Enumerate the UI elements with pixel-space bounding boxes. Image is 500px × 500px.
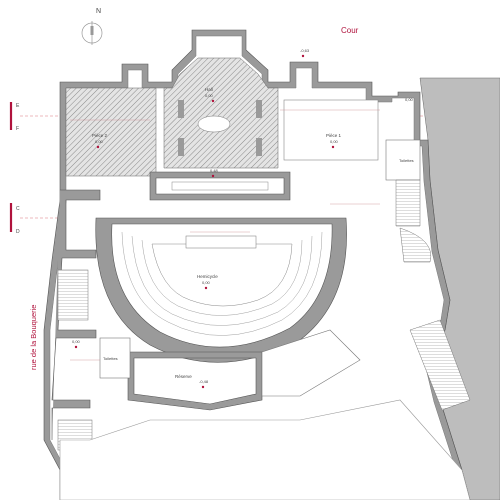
street-label: rue de la Bouquerie [29,305,38,370]
hall-name: Hall [205,87,213,92]
piece1-floor [283,99,379,161]
piece2-name: Pièce 2 [92,133,108,138]
west-strip-level: 0,00 [72,339,81,344]
ne-corner-level: 0,00 [405,97,414,102]
section-mark-cd-left: C D [9,203,20,235]
west-stair [57,269,89,321]
section-mark-e-label: E [16,103,20,109]
hall-floor [163,57,279,169]
section-mark-f-label: F [16,126,19,132]
dimension-lines [70,109,380,361]
toilettes-east-name: Toilettes [399,158,414,163]
toilettes-west-room [99,337,131,379]
compass: N [81,8,103,45]
piece1-level: 0,00 [330,139,339,144]
toilettes-west-name: Toilettes [103,356,118,361]
hemicycle-name: Hemicycle [197,274,218,279]
courtyard-stair [409,319,471,411]
east-spiral-stair [399,227,432,263]
foyer-wall [149,171,291,201]
courtyard-level: -0,63 [300,48,310,53]
east-stair [395,179,421,227]
reserve-walls [127,351,263,411]
courtyard-label: Cour [341,26,359,35]
forecourt [59,399,471,500]
section-mark-d-label: D [16,229,20,235]
toilettes-east-room [385,139,421,181]
north-label: N [96,8,101,15]
level-markers [74,54,335,389]
foyer-level: 0,48 [210,168,219,173]
reserve-name: Réserve [175,374,192,379]
piece2-level: 0,00 [95,139,104,144]
hemicycle-level: 0,00 [202,280,211,285]
hall-level: 0,00 [205,93,214,98]
reserve-level: -0,48 [199,379,209,384]
hemicycle-wall [95,217,347,363]
section-mark-ef-left: E F [9,102,20,132]
section-mark-c-label: C [16,206,20,212]
piece1-name: Pièce 1 [326,133,342,138]
piece2-floor [65,87,157,177]
west-strip-walls [51,189,101,440]
hemicycle-rows [121,231,323,336]
